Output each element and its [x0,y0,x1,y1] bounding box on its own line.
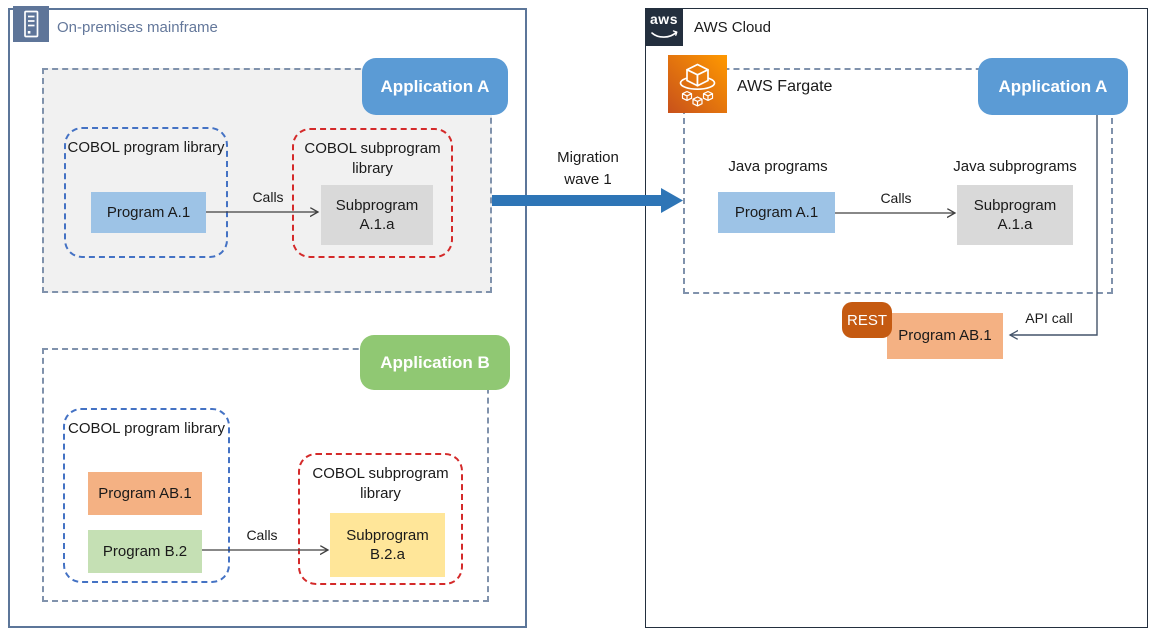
cobol-subprogram-library-b: COBOL subprogram library [298,453,463,585]
aws-program-ab1-node: Program AB.1 [887,313,1003,359]
library-label: COBOL subprogram library [304,140,441,177]
program-b2-node: Program B.2 [88,530,202,573]
cobol-program-library-b: COBOL program library [63,408,230,583]
rest-badge: REST [842,302,892,338]
aws-app-a-badge: Application A [978,58,1128,115]
fargate-section [683,68,1113,294]
mainframe-icon [13,6,49,42]
aws-logo-icon: aws [645,8,683,46]
aws-logo-text: aws [650,11,678,27]
library-label: COBOL program library [68,420,225,437]
subprogram-b2a-node: Subprogram B.2.a [330,513,445,577]
onprem-title: On-premises mainframe [57,19,218,36]
fargate-label: AWS Fargate [737,78,833,95]
calls-label-app-b: Calls [246,527,278,543]
java-subprograms-label: Java subprograms [953,158,1077,175]
program-a1-node: Program A.1 [91,192,206,233]
subprogram-a1a-node: Subprogram A.1.a [321,185,433,245]
library-label: COBOL program library [67,139,225,156]
library-label: COBOL subprogram library [312,465,449,502]
cobol-program-library-a: COBOL program library [64,127,228,258]
app-a-badge: Application A [362,58,508,115]
app-b-section [42,348,489,602]
aws-cloud-title: AWS Cloud [694,19,771,36]
aws-subprogram-a1a-node: Subprogram A.1.a [957,185,1073,245]
fargate-icon [668,55,727,113]
java-programs-label: Java programs [728,158,828,175]
aws-smile-icon [651,30,678,38]
cobol-subprogram-library-a: COBOL subprogram library [292,128,453,258]
calls-label-app-a: Calls [252,189,284,205]
app-b-badge: Application B [360,335,510,390]
aws-program-a1-node: Program A.1 [718,192,835,233]
program-ab1-node: Program AB.1 [88,472,202,515]
calls-label-aws: Calls [880,190,912,206]
api-call-label: API call [1025,310,1073,326]
migration-wave-label: Migration wave 1 [557,149,619,188]
